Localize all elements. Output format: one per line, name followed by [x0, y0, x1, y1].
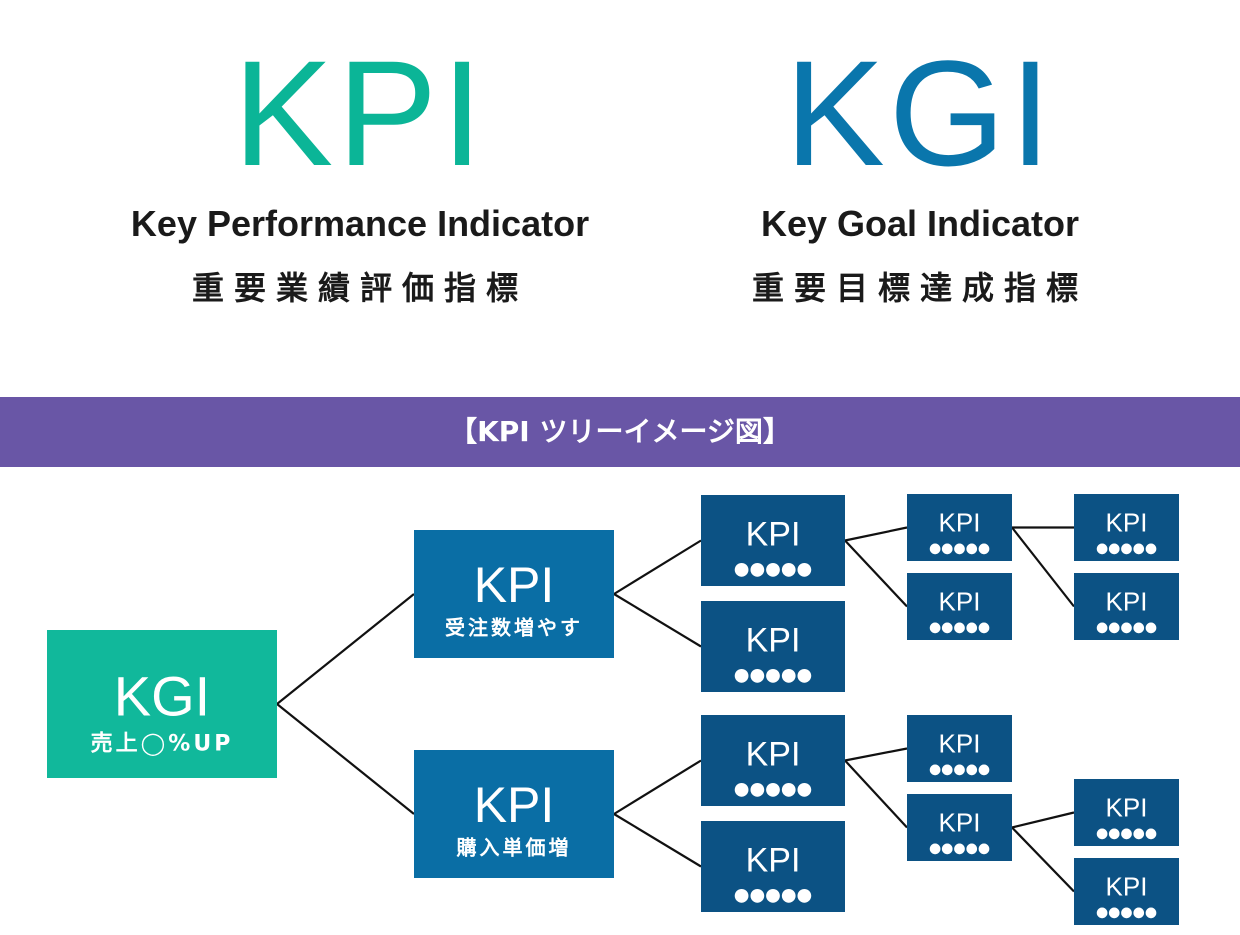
kgi-node: KGI 売上◯%UP: [47, 630, 277, 778]
node-box: [1074, 858, 1179, 925]
node-box: [907, 494, 1012, 561]
level4-kpi-node-2: KPI ●●●●●: [1074, 573, 1179, 640]
node-subtitle: ●●●●●: [929, 620, 990, 636]
level4-kpi-node-3: KPI ●●●●●: [1074, 779, 1179, 846]
kgi-japanese-name: 重要目標達成指標: [751, 269, 1088, 307]
node-subtitle: ●●●●●: [929, 541, 990, 557]
node-subtitle: ●●●●●: [734, 558, 813, 579]
node-subtitle: ●●●●●: [929, 762, 990, 778]
node-box: [701, 601, 845, 692]
connector-l3-to-l4-2: [1011, 526, 1075, 608]
tree-nodes: KGI売上◯%UPKPI受注数増やすKPI購入単価増KPI●●●●●KPI●●●…: [47, 494, 1179, 925]
level3-kpi-node-1: KPI ●●●●●: [907, 494, 1012, 561]
node-box: [1074, 779, 1179, 846]
node-subtitle: 受注数増やす: [445, 615, 583, 639]
node-box: [414, 530, 614, 658]
kpi-japanese-name: 重要業績評価指標: [191, 269, 528, 307]
node-box: [1074, 494, 1179, 561]
node-subtitle: ●●●●●: [1096, 541, 1157, 557]
node-box: [1074, 573, 1179, 640]
node-title: KPI: [746, 621, 801, 659]
level2-kpi-node-2: KPI ●●●●●: [701, 601, 845, 692]
node-title: KPI: [939, 587, 981, 617]
level2-kpi-node-4: KPI ●●●●●: [701, 821, 845, 912]
node-box: [907, 715, 1012, 782]
connector-l1-to-l2-1: [613, 539, 702, 595]
kgi-english-name: Key Goal Indicator: [760, 203, 1080, 244]
node-box: [47, 630, 277, 778]
connector-l1-to-l2-4: [613, 813, 702, 868]
node-title: KPI: [1106, 793, 1148, 823]
connector-l2-to-l3-2: [844, 539, 908, 608]
node-subtitle: 購入単価増: [457, 835, 572, 859]
banner-title: 【KPI ツリーイメージ図】: [449, 415, 791, 448]
node-subtitle: ●●●●●: [734, 778, 813, 799]
level3-kpi-node-3: KPI ●●●●●: [907, 715, 1012, 782]
connector-l1-to-l2-2: [613, 593, 702, 648]
node-box: [414, 750, 614, 878]
level2-kpi-node-1: KPI ●●●●●: [701, 495, 845, 586]
node-subtitle: ●●●●●: [1096, 826, 1157, 842]
connector-l2-to-l3-4: [844, 759, 908, 829]
node-box: [701, 715, 845, 806]
kgi-title: KGI: [784, 29, 1056, 197]
connector-l2-to-l3-3: [844, 747, 908, 762]
node-subtitle: ●●●●●: [734, 884, 813, 905]
node-title: KGI: [114, 664, 210, 727]
kpi-tree-banner: 【KPI ツリーイメージ図】: [0, 397, 1240, 467]
node-subtitle: ●●●●●: [929, 841, 990, 857]
node-subtitle: ●●●●●: [1096, 620, 1157, 636]
node-title: KPI: [939, 729, 981, 759]
kpi-english-name: Key Performance Indicator: [130, 203, 590, 244]
node-title: KPI: [1106, 872, 1148, 902]
level3-kpi-node-2: KPI ●●●●●: [907, 573, 1012, 640]
connector-lines: [276, 526, 1075, 893]
connector-l1-to-l2-3: [613, 759, 702, 815]
connector-l3-to-l4-4: [1011, 826, 1075, 893]
node-box: [907, 573, 1012, 640]
connector-kgi-to-kpi-2: [276, 703, 415, 815]
node-subtitle: ●●●●●: [1096, 905, 1157, 921]
node-title: KPI: [939, 508, 981, 538]
node-subtitle: 売上◯%UP: [91, 730, 234, 756]
connector-l2-to-l3-1: [844, 526, 908, 542]
node-title: KPI: [746, 841, 801, 879]
node-box: [701, 821, 845, 912]
node-subtitle: ●●●●●: [734, 664, 813, 685]
level4-kpi-node-1: KPI ●●●●●: [1074, 494, 1179, 561]
level2-kpi-node-3: KPI ●●●●●: [701, 715, 845, 806]
node-title: KPI: [474, 557, 555, 613]
kpi-title: KPI: [233, 29, 487, 197]
node-title: KPI: [939, 808, 981, 838]
level3-kpi-node-4: KPI ●●●●●: [907, 794, 1012, 861]
level4-kpi-node-4: KPI ●●●●●: [1074, 858, 1179, 925]
node-title: KPI: [1106, 587, 1148, 617]
connector-kgi-to-kpi-1: [276, 593, 415, 705]
node-title: KPI: [746, 735, 801, 773]
connector-l3-to-l4-3: [1011, 811, 1075, 829]
node-title: KPI: [474, 777, 555, 833]
node-title: KPI: [1106, 508, 1148, 538]
node-box: [701, 495, 845, 586]
node-title: KPI: [746, 515, 801, 553]
node-box: [907, 794, 1012, 861]
